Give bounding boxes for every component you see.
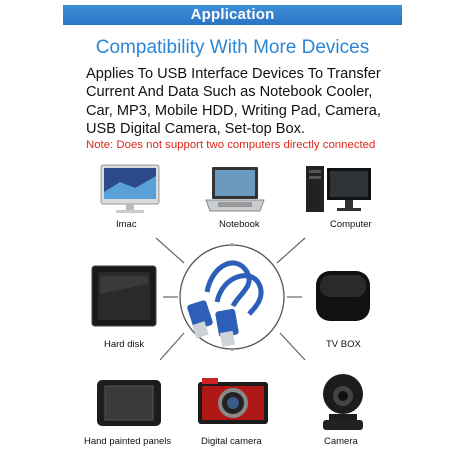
device-label-imac: Imac [116, 219, 137, 230]
webcam-icon [323, 374, 363, 430]
description-line: Car, MP3, Mobile HDD, Writing Pad, Camer… [86, 102, 381, 119]
drawing-tablet-icon [97, 380, 161, 426]
description-text: Applies To USB Interface Devices To Tran… [86, 65, 416, 138]
description-line: Current And Data Such as Notebook Cooler… [86, 84, 373, 101]
notebook-icon [205, 167, 265, 212]
tv-box-icon [316, 271, 370, 321]
application-banner: Application [63, 5, 402, 25]
device-label-notebook: Notebook [219, 219, 260, 230]
usb-cable-icon [179, 244, 285, 350]
section-heading: Compatibility With More Devices [95, 37, 370, 58]
device-label-hard-disk: Hard disk [104, 339, 145, 350]
imac-icon [100, 164, 160, 213]
digital-camera-icon [198, 378, 268, 424]
compatibility-note: Note: Does not support two computers dir… [86, 139, 376, 151]
device-label-camera: Camera [324, 436, 358, 447]
device-label-digital-camera: Digital camera [201, 436, 262, 447]
description-line: USB Digital Camera, Set-top Box. [86, 120, 305, 137]
hard-disk-icon [91, 265, 157, 327]
device-label-tv-box: TV BOX [326, 339, 361, 350]
banner-title: Application [190, 6, 275, 23]
description-line: Applies To USB Interface Devices To Tran… [86, 66, 381, 82]
computer-icon [306, 166, 371, 212]
device-label-hand-painted-panels: Hand painted panels [84, 436, 172, 447]
device-label-computer: Computer [330, 219, 372, 230]
